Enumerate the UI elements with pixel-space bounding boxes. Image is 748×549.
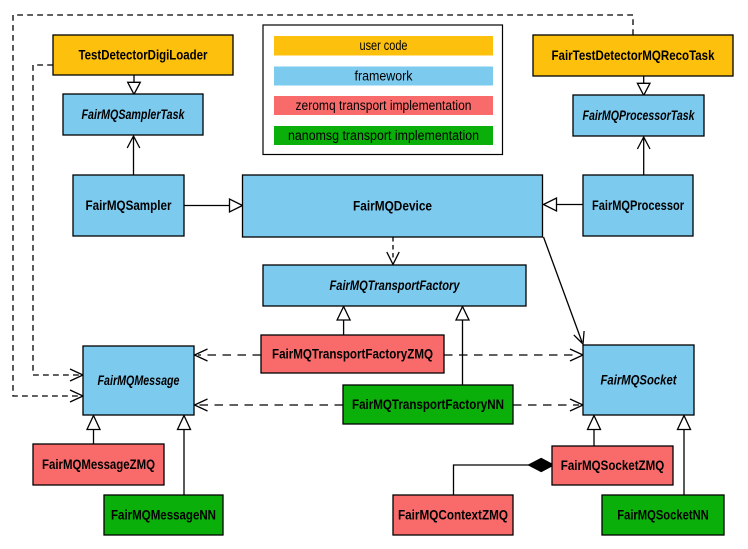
svg-text:FairTestDetectorMQRecoTask: FairTestDetectorMQRecoTask xyxy=(552,47,715,63)
svg-text:FairMQTransportFactoryZMQ: FairMQTransportFactoryZMQ xyxy=(272,346,433,362)
svg-text:FairMQSocketNN: FairMQSocketNN xyxy=(617,507,709,523)
svg-text:FairMQProcessorTask: FairMQProcessorTask xyxy=(583,107,696,123)
svg-text:FairMQSocketZMQ: FairMQSocketZMQ xyxy=(561,457,665,473)
svg-text:framework: framework xyxy=(355,69,413,84)
svg-text:FairMQDevice: FairMQDevice xyxy=(353,198,432,214)
svg-text:FairMQMessageZMQ: FairMQMessageZMQ xyxy=(42,456,155,472)
svg-text:FairMQTransportFactory: FairMQTransportFactory xyxy=(330,277,461,293)
svg-text:zeromq transport implementatio: zeromq transport implementation xyxy=(296,98,472,113)
svg-text:FairMQMessage: FairMQMessage xyxy=(98,372,180,388)
svg-text:nanomsg transport implementati: nanomsg transport implementation xyxy=(288,128,479,143)
svg-text:FairMQSampler: FairMQSampler xyxy=(86,197,172,213)
svg-text:FairMQSocket: FairMQSocket xyxy=(601,372,678,388)
svg-text:FairMQTransportFactoryNN: FairMQTransportFactoryNN xyxy=(352,396,504,412)
svg-text:FairMQContextZMQ: FairMQContextZMQ xyxy=(398,507,508,523)
svg-text:FairMQProcessor: FairMQProcessor xyxy=(592,197,684,213)
svg-text:FairMQSamplerTask: FairMQSamplerTask xyxy=(82,106,186,122)
svg-text:user code: user code xyxy=(360,38,408,53)
svg-text:TestDetectorDigiLoader: TestDetectorDigiLoader xyxy=(79,47,208,63)
svg-text:FairMQMessageNN: FairMQMessageNN xyxy=(111,507,216,523)
